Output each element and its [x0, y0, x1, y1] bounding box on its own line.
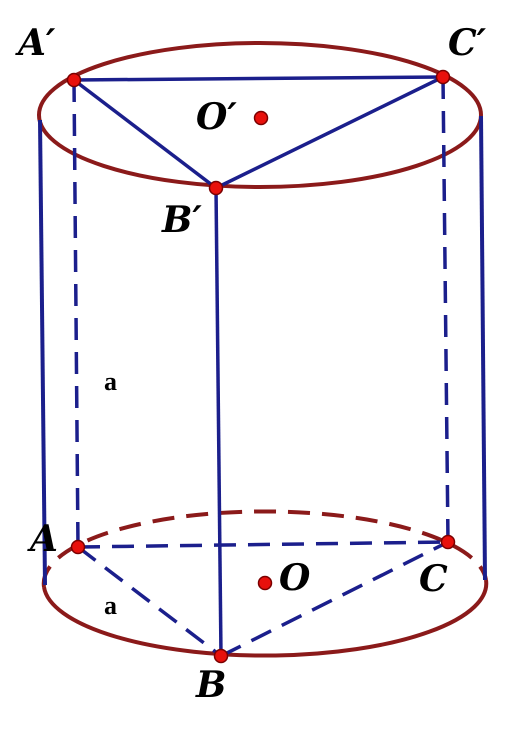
bottom-base-circle-visible-arc: [42, 579, 489, 658]
edge-CC1-hidden: [441, 76, 450, 543]
label-B-top: B′: [161, 199, 202, 241]
label-O: O: [279, 557, 311, 599]
edge-AB-hidden: [76, 545, 223, 658]
label-A-top: A′: [15, 22, 56, 64]
point-A: [70, 539, 86, 555]
point-O-top: [253, 110, 269, 126]
point-C: [440, 534, 456, 550]
edge-BB1: [214, 187, 223, 657]
point-B-top: [208, 180, 224, 196]
edge-AA1-hidden: [72, 79, 80, 548]
length-label-base: a: [104, 591, 117, 620]
point-B: [213, 648, 229, 664]
top-base-circle: [37, 41, 483, 189]
point-A-top: [66, 72, 82, 88]
edge-B1C1: [215, 75, 444, 190]
label-C: C: [419, 558, 448, 600]
point-O: [257, 575, 273, 591]
edge-AC-hidden: [77, 540, 449, 549]
cylinder-left-side: [38, 119, 47, 586]
label-O-top: O′: [196, 96, 237, 138]
bottom-base-circle-hidden-arc: [41, 509, 488, 588]
edge-BC-hidden: [220, 540, 449, 658]
length-label-height: a: [104, 367, 117, 396]
edge-A1C1: [73, 75, 444, 82]
label-A: A: [27, 518, 58, 560]
label-B: B: [195, 664, 226, 706]
label-C-top: C′: [448, 22, 487, 64]
cylinder-right-side: [479, 115, 487, 581]
point-C-top: [435, 69, 451, 85]
edge-A1B1: [72, 78, 218, 190]
